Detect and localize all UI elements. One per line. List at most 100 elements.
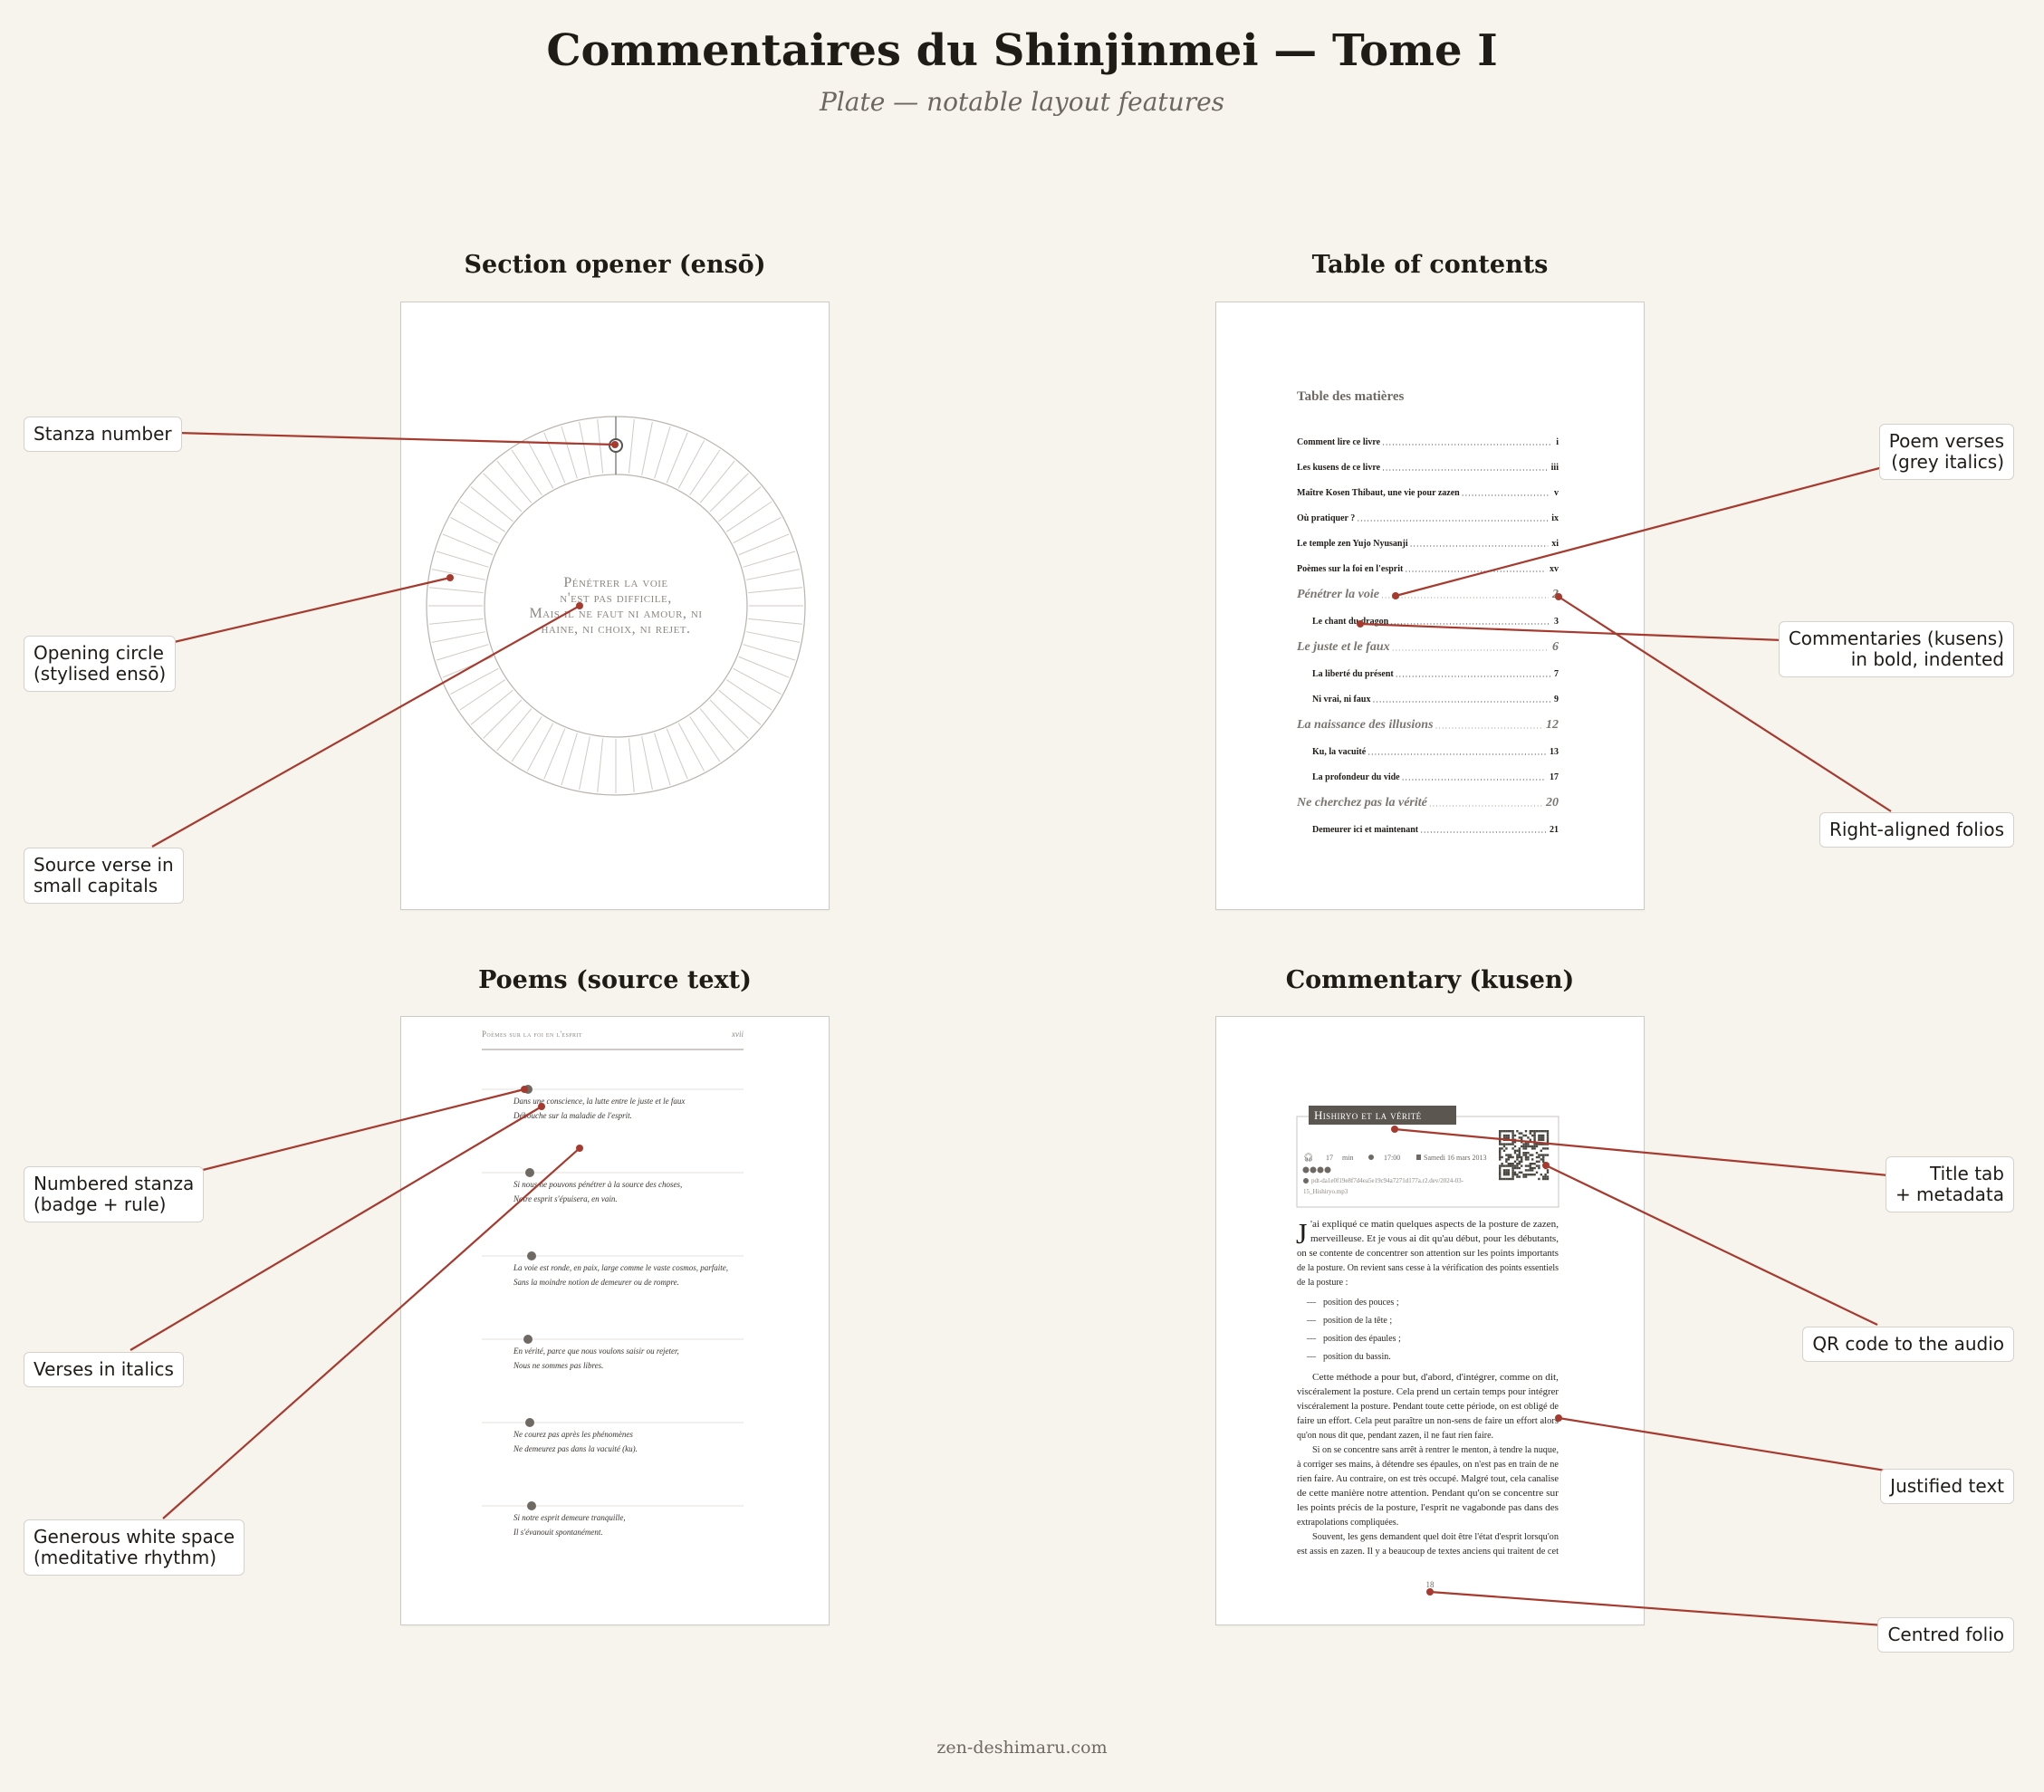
- toc-entry-folio: xi: [1551, 539, 1559, 549]
- qr-module: [1546, 1169, 1550, 1172]
- stanza-badge: [525, 1418, 534, 1427]
- panel-title-poems: Poems (source text): [478, 966, 752, 994]
- qr-module: [1510, 1143, 1512, 1145]
- qr-module: [1524, 1154, 1528, 1156]
- qr-module: [1542, 1158, 1545, 1161]
- qr-module: [1546, 1177, 1550, 1181]
- qr-module: [1516, 1163, 1519, 1165]
- qr-module: [1546, 1134, 1550, 1137]
- qr-module: [1522, 1174, 1525, 1176]
- qr-module: [1531, 1147, 1534, 1150]
- toc-entry-label: Le chant du dragon: [1312, 617, 1389, 627]
- qr-module: [1511, 1164, 1514, 1167]
- stanza: Si notre esprit demeure tranquille,Il s'…: [482, 1501, 744, 1537]
- qr-module: [1518, 1136, 1521, 1139]
- qr-module: [1531, 1158, 1534, 1161]
- body-line: viscéralement la posture. Cela prend un …: [1297, 1387, 1559, 1397]
- stanza-line: Dans une conscience, la lutte entre le j…: [513, 1097, 685, 1106]
- qr-module: [1516, 1155, 1519, 1159]
- enso-tick: [496, 460, 533, 503]
- enso-tick: [738, 656, 790, 678]
- qr-module: [1507, 1138, 1510, 1141]
- poem-stanzas: Dans une conscience, la lutte entre le j…: [482, 1085, 744, 1537]
- qr-module: [1522, 1154, 1525, 1156]
- commentary-body: merveilleuse. Et je vous ai dit qu'au dé…: [1297, 1234, 1559, 1557]
- toc-entry[interactable]: Où pratiquer ?ix: [1297, 513, 1559, 523]
- qr-module: [1546, 1138, 1550, 1141]
- callout-verses-italics: Verses in italics: [24, 1352, 184, 1387]
- toc-entry-label: Comment lire ce livre: [1297, 437, 1381, 447]
- qr-code[interactable]: [1497, 1128, 1551, 1183]
- stanza-badge: [523, 1085, 533, 1094]
- callout-justified: Justified text: [1880, 1469, 2014, 1504]
- enso-tick: [436, 644, 489, 661]
- stanza-line: Si notre esprit demeure tranquille,: [513, 1513, 626, 1522]
- meta-date: Samedi 16 mars 2013: [1424, 1154, 1487, 1162]
- callout-white-space: Generous white space (meditative rhythm): [24, 1519, 245, 1576]
- qr-module: [1527, 1174, 1530, 1176]
- qr-module: [1524, 1158, 1528, 1161]
- qr-module: [1524, 1175, 1528, 1178]
- body-line: les points précis de la posture, l'espri…: [1297, 1503, 1559, 1513]
- qr-module: [1521, 1141, 1523, 1144]
- toc-entry-label: Maître Kosen Thibaut, une vie pour zazen: [1297, 488, 1460, 498]
- qr-module: [1542, 1136, 1545, 1139]
- enso-tick: [748, 587, 803, 594]
- qr-module: [1524, 1147, 1528, 1150]
- enso-tick: [666, 432, 688, 484]
- qr-module: [1524, 1164, 1528, 1167]
- qr-module: [1540, 1149, 1542, 1152]
- toc-entry-label: Poèmes sur la foi en l'esprit: [1297, 564, 1404, 574]
- qr-module: [1516, 1175, 1519, 1178]
- qr-module: [1518, 1171, 1521, 1174]
- callout-opening-circle: Opening circle (stylised ensō): [24, 636, 177, 692]
- enso-tick: [689, 715, 721, 762]
- qr-module: [1546, 1147, 1550, 1150]
- list-item: position du bassin.: [1323, 1352, 1391, 1362]
- qr-module: [1505, 1143, 1508, 1145]
- body-line: Souvent, les gens demandent quel doit êt…: [1312, 1532, 1559, 1542]
- qr-module: [1511, 1177, 1514, 1181]
- toc-entry-folio: 6: [1552, 640, 1559, 654]
- qr-module: [1524, 1174, 1528, 1176]
- enso-tick: [628, 738, 635, 793]
- qr-module: [1529, 1132, 1531, 1135]
- stanza: Dans une conscience, la lutte entre le j…: [482, 1085, 744, 1120]
- list-dash: —: [1306, 1298, 1317, 1308]
- qr-module: [1505, 1164, 1508, 1167]
- qr-module: [1533, 1143, 1536, 1145]
- page-poems: Poèmes sur la foi en l'esprit xvii Dans …: [400, 1016, 830, 1625]
- toc-entry-folio: 21: [1550, 825, 1559, 835]
- qr-module: [1540, 1130, 1542, 1133]
- qr-module: [1501, 1164, 1503, 1167]
- enso-tick: [654, 426, 671, 479]
- qr-module: [1533, 1136, 1536, 1139]
- qr-module: [1518, 1147, 1521, 1150]
- toc-entry-folio: ix: [1551, 513, 1559, 523]
- qr-module: [1499, 1171, 1502, 1174]
- enso-tick: [543, 432, 566, 484]
- toc-entry[interactable]: Maître Kosen Thibaut, une vie pour zazen…: [1297, 488, 1559, 498]
- enso-tick: [743, 644, 796, 661]
- qr-module: [1499, 1149, 1502, 1152]
- toc-entry-label: Ku, la vacuité: [1312, 747, 1367, 757]
- qr-module: [1524, 1134, 1528, 1137]
- qr-module: [1501, 1130, 1503, 1133]
- body-line: à corriger ses mains, à détendre ses épa…: [1297, 1460, 1559, 1470]
- enso-tick: [666, 728, 688, 780]
- title-tab-text: Hishiryo et la vérité: [1314, 1108, 1422, 1122]
